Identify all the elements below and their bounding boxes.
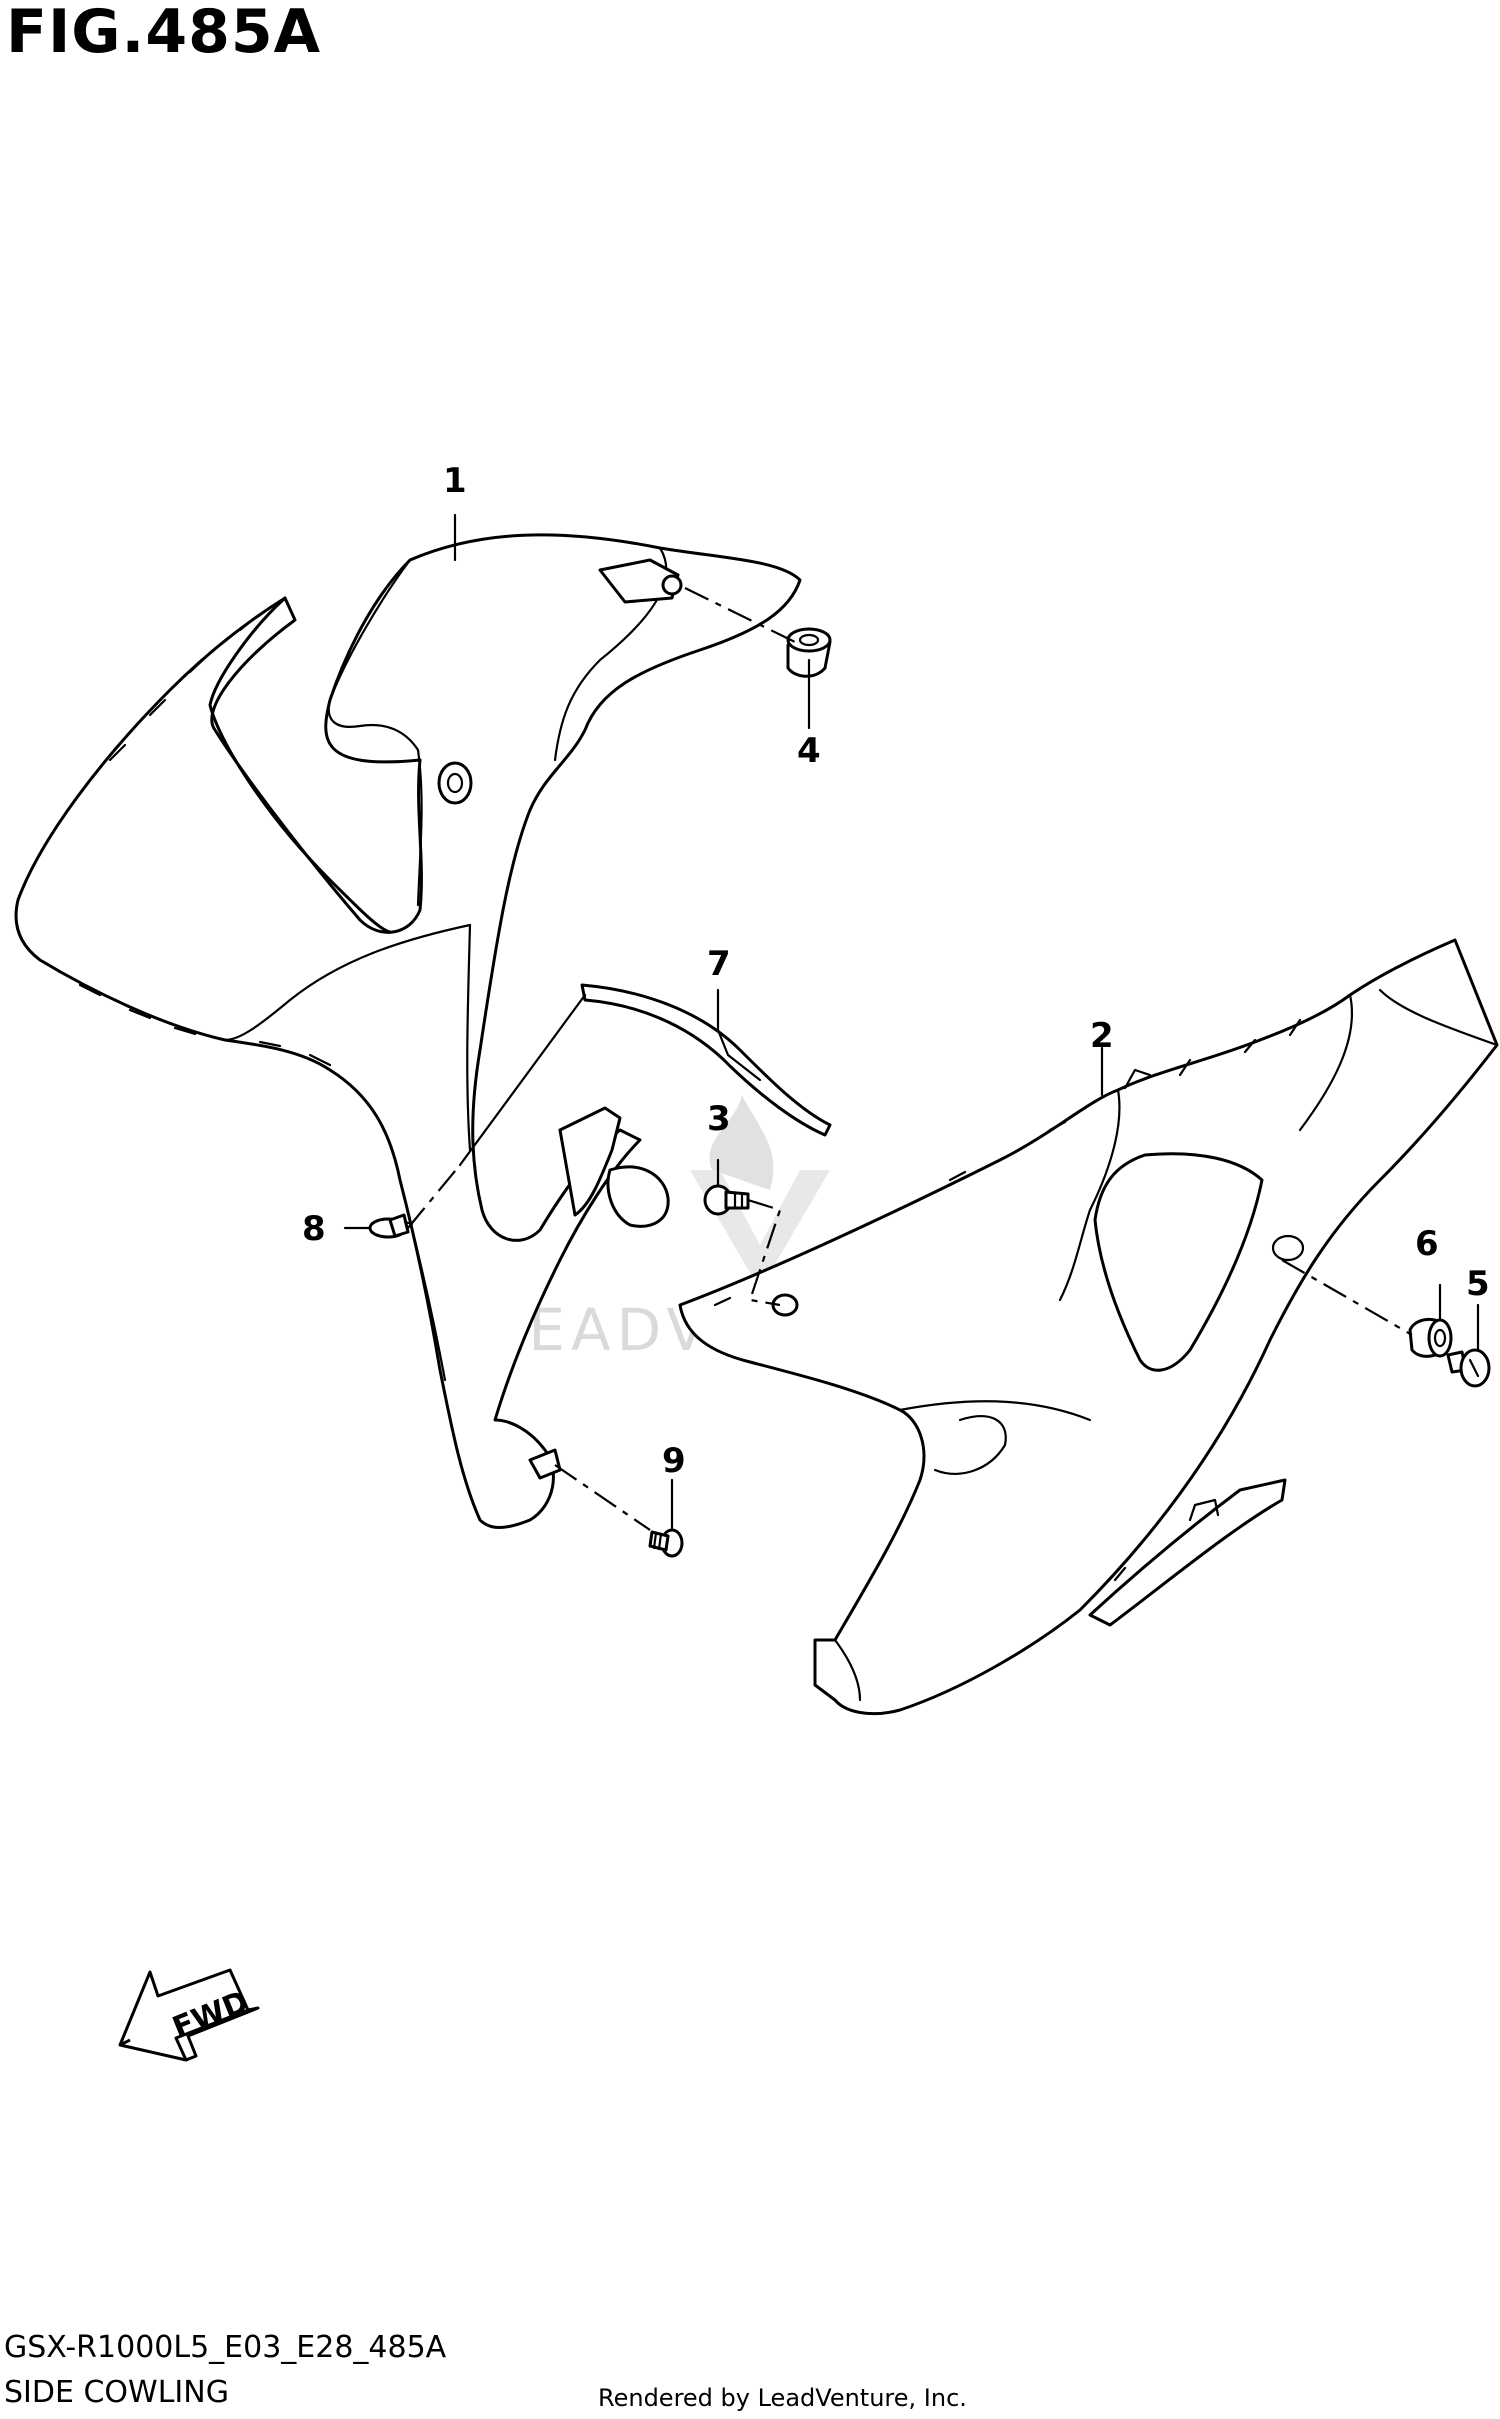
part-4-grommet[interactable] [786,627,832,678]
figure-title: FIG.485A [6,0,322,67]
part-8-push-rivet[interactable] [368,1213,414,1239]
callout-7[interactable]: 7 [707,944,731,984]
part-9-tapping-screw[interactable] [648,1528,684,1558]
callout-3[interactable]: 3 [707,1099,731,1139]
callout-1[interactable]: 1 [443,461,467,501]
callout-labels: 1 2 3 4 5 6 7 8 9 [302,461,1490,1481]
diagram-caption: SIDE COWLING [4,2375,229,2410]
callout-4[interactable]: 4 [797,731,821,771]
fwd-arrow-icon: FWD [118,1968,260,2062]
callout-9[interactable]: 9 [662,1441,686,1481]
callout-8[interactable]: 8 [302,1209,326,1249]
diagram-code: GSX-R1000L5_E03_E28_485A [4,2330,447,2365]
callout-2[interactable]: 2 [1090,1016,1114,1056]
assembly-lines [343,513,1480,1531]
part-7-trim-strip[interactable] [580,983,832,1137]
part-5-screw[interactable] [1446,1348,1491,1388]
callout-5[interactable]: 5 [1466,1264,1490,1304]
part-6-grommet[interactable] [1408,1317,1453,1358]
callout-6[interactable]: 6 [1415,1224,1439,1264]
part-2-lower-cowling[interactable] [678,938,1499,1716]
part-3-bolt[interactable] [703,1184,750,1216]
render-credit: Rendered by LeadVenture, Inc. [598,2384,967,2412]
part-1-upper-cowling[interactable] [14,533,802,1529]
